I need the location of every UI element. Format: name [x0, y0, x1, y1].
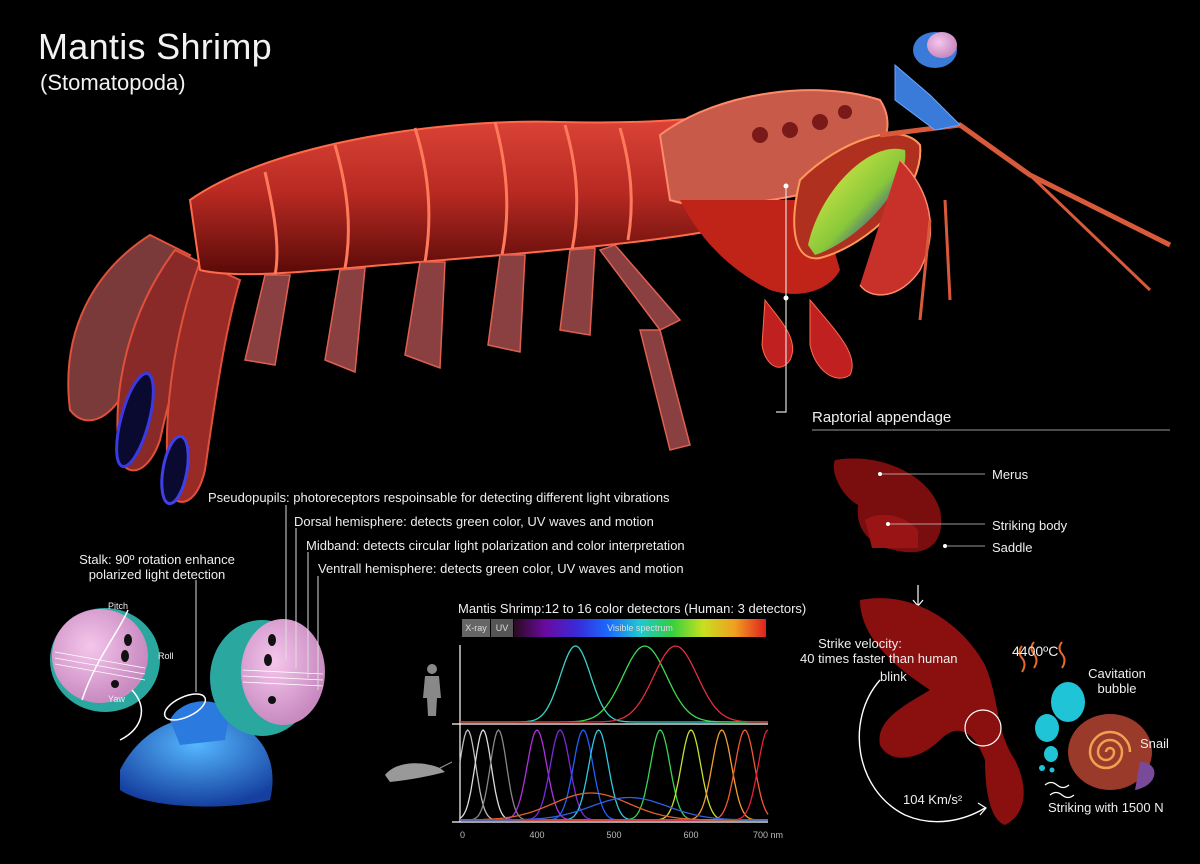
eye-detail — [50, 608, 325, 807]
eye-left-hemisphere — [52, 609, 148, 703]
axis-roll: Roll — [158, 651, 174, 661]
merus-label: Merus — [992, 467, 1029, 482]
strike-velocity-label: Strike velocity: 40 times faster than hu… — [800, 636, 958, 666]
snail-label: Snail — [1140, 736, 1169, 751]
snail-shell — [1068, 714, 1152, 790]
dorsal-label: Dorsal hemisphere: detects green color, … — [294, 514, 654, 529]
mantis-shrimp-curve-5 — [460, 729, 768, 821]
mantis-shrimp-curve-1 — [459, 729, 768, 821]
force-label: Striking with 1500 N — [1048, 800, 1164, 815]
acceleration-label: 104 Km/s² — [903, 792, 963, 807]
mantis-shrimp-curve-11 — [460, 729, 769, 821]
axis-pitch: Pitch — [108, 601, 129, 611]
mantis-shrimp-curve-9 — [460, 729, 768, 821]
mantis-shrimp-curve-4 — [460, 729, 768, 821]
x-tick-label: 400 — [529, 830, 544, 840]
chart-x-ticks: 0 400 500 600 700 nm — [460, 830, 783, 840]
tail-fan — [67, 233, 242, 506]
mantis-shrimp-curve-13 — [460, 796, 768, 821]
x-tick-label: 600 — [683, 830, 698, 840]
ventral-label: Ventrall hemisphere: detects green color… — [318, 561, 684, 576]
mantis-shrimp-curve-12 — [460, 792, 768, 821]
spectrum-uv: UV — [491, 619, 513, 637]
cavitation-label: Cavitation bubble — [1088, 666, 1146, 696]
raptorial-appendage — [761, 122, 1172, 379]
temperature-label: 4400ºC — [1012, 643, 1059, 659]
swimming-legs — [244, 244, 691, 451]
color-detector-chart: 0 400 500 600 700 nm — [385, 645, 783, 840]
strike-velocity-label-end: blink — [880, 669, 907, 684]
eye-leader-lines — [195, 505, 319, 692]
human-icon — [423, 664, 441, 716]
spectrum-heading: Mantis Shrimp:12 to 16 color detectors (… — [458, 601, 807, 616]
eye-stalk-top — [894, 32, 962, 131]
striking-body-label: Striking body — [992, 518, 1068, 533]
x-tick-label: 0 — [460, 830, 465, 840]
human-curve-0 — [460, 645, 768, 723]
stalk-label: Stalk: 90º rotation enhance polarized li… — [79, 552, 235, 582]
raptorial-label: Raptorial appendage — [812, 409, 952, 426]
appendage-diagram — [833, 458, 1155, 825]
shrimp-detector-curves — [459, 729, 769, 821]
page-subtitle: (Stomatopoda) — [40, 70, 186, 95]
midband-label: Midband: detects circular light polariza… — [306, 538, 685, 553]
pseudopupils-label: Pseudopupils: photoreceptors respoinsabl… — [208, 490, 670, 505]
mantis-shrimp-curve-10 — [460, 729, 769, 821]
mantis-shrimp-curve-6 — [460, 729, 768, 821]
shrimp-icon — [385, 761, 453, 782]
raptorial-leader-line — [776, 186, 787, 413]
page-title: Mantis Shrimp — [38, 26, 272, 67]
mantis-shrimp-curve-8 — [460, 729, 768, 821]
axis-yaw: Yaw — [108, 694, 125, 704]
mantis-shrimp-curve-2 — [460, 729, 768, 821]
x-tick-label: 500 — [606, 830, 621, 840]
mantis-shrimp-curve-3 — [460, 729, 768, 821]
spectrum-xray: X-ray — [462, 619, 490, 637]
human-detector-curves — [460, 645, 768, 723]
human-curve-2 — [460, 645, 768, 723]
mantis-shrimp-curve-7 — [460, 729, 768, 821]
saddle-label: Saddle — [992, 540, 1033, 555]
spectrum-visible: Visible spectrum — [514, 619, 766, 637]
human-curve-1 — [460, 645, 768, 723]
mantis-shrimp-curve-0 — [459, 729, 768, 821]
x-tick-label: 700 nm — [753, 830, 783, 840]
